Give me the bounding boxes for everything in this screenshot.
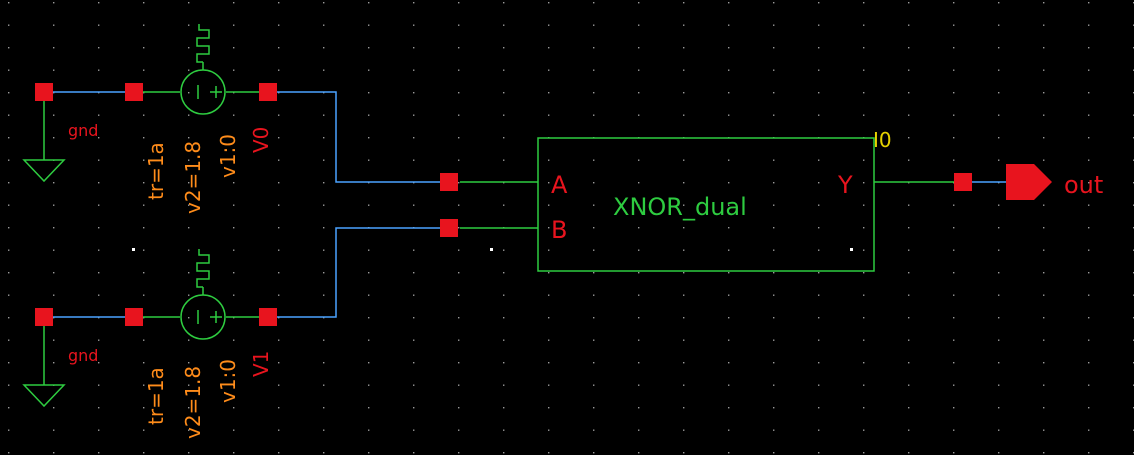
pin-v1-minus[interactable] bbox=[125, 308, 143, 326]
wire-v1-out[interactable] bbox=[268, 227, 448, 318]
pin-label-y: Y bbox=[837, 171, 853, 199]
pin-gnd-v0[interactable] bbox=[35, 83, 53, 101]
ground-symbol-2[interactable] bbox=[22, 317, 66, 408]
ground-symbol-1[interactable] bbox=[22, 92, 66, 183]
xnor-instance-symbol[interactable] bbox=[460, 137, 962, 272]
cell-name: XNOR_dual bbox=[613, 193, 747, 221]
origin-markers bbox=[132, 248, 853, 251]
components bbox=[22, 24, 962, 408]
labels: gnd gnd tr=1a v2=1.8 v1:0 V0 tr=1a v2=1.… bbox=[68, 121, 1103, 439]
pins bbox=[35, 83, 1052, 326]
pin-label-a: A bbox=[551, 171, 568, 199]
pin-y[interactable] bbox=[954, 173, 972, 191]
pin-a[interactable] bbox=[440, 173, 458, 191]
vsource-v0-body[interactable] bbox=[134, 24, 268, 115]
pin-gnd-v1[interactable] bbox=[35, 308, 53, 326]
v0-param-tr: tr=1a bbox=[144, 142, 168, 200]
wires bbox=[44, 91, 1008, 318]
wire-v0-out[interactable] bbox=[268, 91, 448, 183]
v1-param-v1: v1:0 bbox=[216, 359, 240, 403]
vsource-v1-body[interactable] bbox=[134, 249, 268, 340]
v0-param-v2: v2=1.8 bbox=[181, 141, 205, 214]
v1-param-tr: tr=1a bbox=[144, 367, 168, 425]
pulse-wave-icon bbox=[196, 24, 210, 70]
pin-v0-minus[interactable] bbox=[125, 83, 143, 101]
grid-dots bbox=[8, 2, 1134, 454]
pulse-wave-icon bbox=[196, 249, 210, 295]
instance-label: I0 bbox=[873, 128, 892, 152]
v1-name: V1 bbox=[249, 351, 273, 377]
output-pin-out[interactable] bbox=[1006, 164, 1052, 200]
ground-label-1: gnd bbox=[68, 121, 98, 140]
v0-name: V0 bbox=[249, 127, 273, 153]
pin-b[interactable] bbox=[440, 219, 458, 237]
pin-label-b: B bbox=[551, 216, 567, 244]
pin-v1-plus[interactable] bbox=[259, 308, 277, 326]
pin-v0-plus[interactable] bbox=[259, 83, 277, 101]
v1-param-v2: v2=1.8 bbox=[181, 366, 205, 439]
v0-param-v1: v1:0 bbox=[216, 134, 240, 178]
ground-label-2: gnd bbox=[68, 346, 98, 365]
output-label: out bbox=[1064, 171, 1103, 199]
